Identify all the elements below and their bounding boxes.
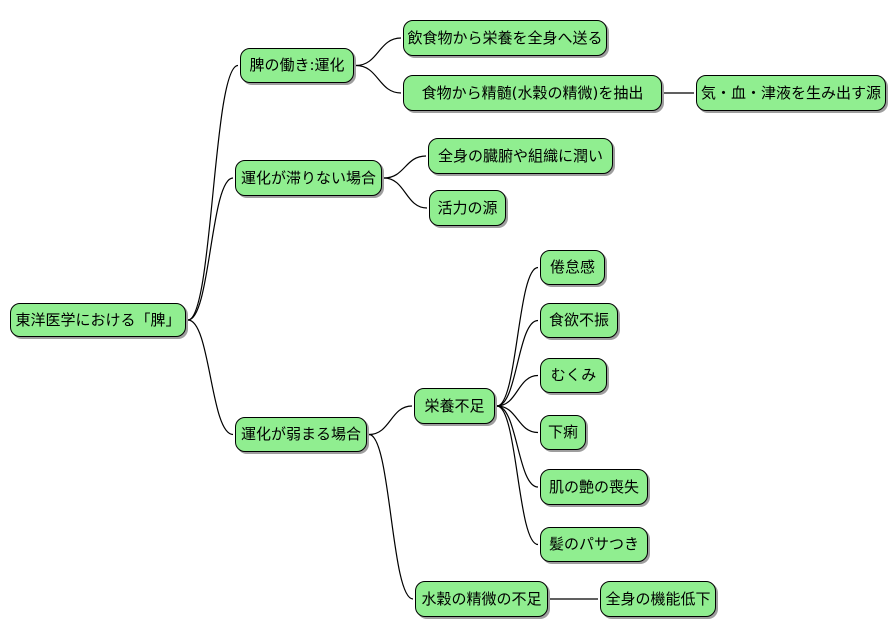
mindmap-node-b1c1[interactable]: 飲食物から栄養を全身へ送る xyxy=(403,20,607,56)
mindmap-node-b3[interactable]: 運化が弱まる場合 xyxy=(235,417,367,452)
edge-b1-to-b1c1 xyxy=(355,37,402,67)
edge-b3c1-to-l5 xyxy=(496,405,539,488)
node-label: 肌の艶の喪失 xyxy=(548,477,639,496)
mindmap-node-b2[interactable]: 運化が滞りない場合 xyxy=(235,160,382,196)
mindmap-node-l3[interactable]: むくみ xyxy=(540,358,607,393)
edge-b3c1-to-l6 xyxy=(496,405,539,546)
mindmap-node-b2c1[interactable]: 全身の臓腑や組織に潤い xyxy=(428,138,613,174)
node-label: 脾の働き:運化 xyxy=(249,56,345,74)
mindmap-node-b2c2[interactable]: 活力の源 xyxy=(429,190,506,226)
edge-b3c1-to-l4 xyxy=(496,405,539,434)
node-label: 下痢 xyxy=(547,423,578,441)
node-label: 倦怠感 xyxy=(549,258,595,276)
node-label: 全身の臓腑や組織に潤い xyxy=(437,146,603,165)
edge-b3-to-b3c1 xyxy=(368,405,413,436)
node-label: 全身の機能低下 xyxy=(605,589,711,608)
node-label: 東洋医学における「脾」 xyxy=(15,310,181,329)
node-label: 食物から精髄(水穀の精微)を抽出 xyxy=(421,83,644,102)
node-label: 運化が滞りない場合 xyxy=(240,168,376,187)
node-label: 水穀の精微の不足 xyxy=(421,589,542,608)
mindmap-node-l4[interactable]: 下痢 xyxy=(540,415,586,450)
edge-b3c1-to-l1 xyxy=(496,266,539,407)
mindmap-node-b3c1[interactable]: 栄養不足 xyxy=(414,388,495,424)
mindmap-node-l5[interactable]: 肌の艶の喪失 xyxy=(540,469,648,505)
node-label: 活力の源 xyxy=(437,198,498,217)
node-label: 栄養不足 xyxy=(424,396,485,415)
mindmap-node-l2[interactable]: 食欲不振 xyxy=(540,303,618,338)
mindmap-node-b1[interactable]: 脾の働き:運化 xyxy=(240,48,354,83)
edge-b2-to-b2c2 xyxy=(383,177,428,209)
mindmap-node-l1[interactable]: 倦怠感 xyxy=(540,250,605,285)
mindmap-node-b1c2[interactable]: 食物から精髄(水穀の精微)を抽出 xyxy=(403,75,662,111)
edge-b2-to-b2c1 xyxy=(383,155,427,179)
edge-root-to-b2 xyxy=(187,177,234,321)
node-label: むくみ xyxy=(550,366,597,384)
edge-b3-to-b3c2 xyxy=(368,433,414,600)
mindmap-node-l6[interactable]: 髪のパサつき xyxy=(540,527,648,562)
node-label: 運化が弱まる場合 xyxy=(240,425,361,443)
edge-root-to-b3 xyxy=(187,319,234,436)
node-label: 気・血・津液を生み出す源 xyxy=(700,83,881,102)
node-label: 髪のパサつき xyxy=(548,535,639,553)
edge-b3c1-to-l2 xyxy=(496,319,539,407)
edge-b1-to-b1c2 xyxy=(355,64,402,94)
node-label: 食欲不振 xyxy=(548,311,609,329)
mindmap-node-root[interactable]: 東洋医学における「脾」 xyxy=(10,303,186,337)
mindmap-node-b1c2c1[interactable]: 気・血・津液を生み出す源 xyxy=(696,75,886,111)
mindmap-node-b3c2c1[interactable]: 全身の機能低下 xyxy=(600,581,716,617)
node-label: 飲食物から栄養を全身へ送る xyxy=(407,28,603,47)
edge-root-to-b1 xyxy=(187,64,239,321)
mindmap-node-b3c2[interactable]: 水穀の精微の不足 xyxy=(415,581,548,617)
edge-b3c1-to-l3 xyxy=(496,374,539,407)
